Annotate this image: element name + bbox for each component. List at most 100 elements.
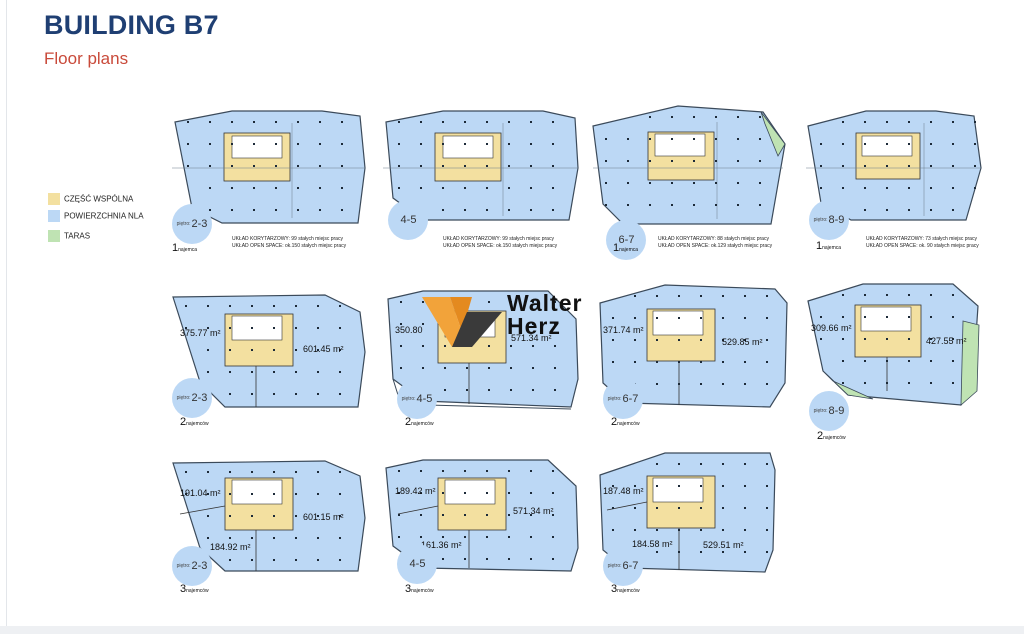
- floor-plan-8-9-two-tenants: 309.66 m² 427.55 m² piętro:8-9 2najemców: [803, 281, 993, 446]
- structural-column: [420, 165, 422, 167]
- notes-line: UKŁAD OPEN SPACE: ok.129 stałych miejsc …: [658, 243, 773, 249]
- structural-column: [656, 551, 658, 553]
- structural-column: [952, 360, 954, 362]
- structural-column: [766, 507, 768, 509]
- structural-column: [464, 143, 466, 145]
- structural-column: [229, 515, 231, 517]
- notes-line: UKŁAD OPEN SPACE: ok.150 stałych miejsc …: [443, 243, 558, 249]
- structural-column: [656, 317, 658, 319]
- area-label: 350.80: [395, 325, 423, 335]
- structural-column: [605, 138, 607, 140]
- floor-badge: piętro:4-5: [397, 379, 437, 419]
- structural-column: [634, 317, 636, 319]
- watermark-logo-icon: [422, 297, 502, 347]
- structural-column: [766, 463, 768, 465]
- structural-column: [229, 305, 231, 307]
- floor-badge-prefix: piętro:: [607, 396, 622, 402]
- structural-column: [766, 485, 768, 487]
- floor-plan-drawing: [592, 105, 786, 225]
- structural-column: [229, 493, 231, 495]
- structural-column: [952, 143, 954, 145]
- structural-column: [700, 529, 702, 531]
- structural-column: [627, 160, 629, 162]
- structural-column: [295, 393, 297, 395]
- structural-column: [297, 121, 299, 123]
- structural-column: [952, 316, 954, 318]
- structural-column: [842, 316, 844, 318]
- structural-column: [341, 121, 343, 123]
- legend-label: CZĘŚĆ WSPÓLNA: [64, 194, 134, 204]
- structural-column: [693, 160, 695, 162]
- structural-column: [930, 316, 932, 318]
- structural-column: [420, 470, 422, 472]
- structural-column: [508, 492, 510, 494]
- structural-column: [700, 463, 702, 465]
- structural-column: [319, 187, 321, 189]
- structural-column: [207, 471, 209, 473]
- workspace-notes: UKŁAD KORYTARZOWY: 73 stałych miejsc pra…: [866, 236, 979, 250]
- structural-column: [886, 121, 888, 123]
- structural-column: [207, 537, 209, 539]
- structural-column: [886, 165, 888, 167]
- structural-column: [530, 209, 532, 211]
- tenant-count-word: najemców: [411, 421, 434, 427]
- floor-plan-drawing: [599, 284, 788, 408]
- page-left-rule: [6, 0, 7, 634]
- tenant-count: 2najemców: [405, 416, 434, 428]
- structural-column: [508, 209, 510, 211]
- structural-column: [737, 138, 739, 140]
- structural-column: [464, 209, 466, 211]
- structural-column: [952, 165, 954, 167]
- structural-column: [700, 551, 702, 553]
- structural-column: [207, 371, 209, 373]
- structural-column: [464, 514, 466, 516]
- structural-column: [295, 537, 297, 539]
- structural-column: [273, 559, 275, 561]
- structural-column: [766, 529, 768, 531]
- structural-column: [612, 317, 614, 319]
- structural-column: [508, 187, 510, 189]
- structural-column: [532, 323, 534, 325]
- floor-badge-prefix: piętro:: [813, 217, 828, 223]
- structural-column: [864, 338, 866, 340]
- floor-badge-prefix: piętro:: [176, 395, 191, 401]
- tenant-count: 3najemców: [405, 583, 434, 595]
- structural-column: [886, 338, 888, 340]
- structural-column: [744, 463, 746, 465]
- structural-column: [464, 165, 466, 167]
- floor-badge-prefix: piętro:: [176, 221, 191, 227]
- structural-column: [317, 537, 319, 539]
- page-title: BUILDING B7: [44, 10, 219, 40]
- structural-column: [605, 204, 607, 206]
- structural-column: [930, 382, 932, 384]
- structural-column: [317, 305, 319, 307]
- structural-column: [634, 485, 636, 487]
- structural-column: [930, 338, 932, 340]
- floor-badge-number: 8-9: [828, 214, 845, 226]
- structural-column: [486, 558, 488, 560]
- floor-badge-number: 6-7: [622, 393, 639, 405]
- structural-column: [700, 507, 702, 509]
- structural-column: [759, 116, 761, 118]
- structural-column: [700, 361, 702, 363]
- structural-column: [231, 165, 233, 167]
- structural-column: [820, 316, 822, 318]
- structural-column: [295, 305, 297, 307]
- structural-column: [398, 143, 400, 145]
- structural-column: [612, 339, 614, 341]
- structural-column: [398, 121, 400, 123]
- structural-column: [554, 345, 556, 347]
- structural-column: [693, 204, 695, 206]
- structural-column: [530, 121, 532, 123]
- structural-column: [464, 121, 466, 123]
- structural-column: [722, 529, 724, 531]
- tenant-count-number: 1: [816, 240, 823, 252]
- structural-column: [273, 537, 275, 539]
- structural-column: [744, 295, 746, 297]
- structural-column: [442, 536, 444, 538]
- structural-column: [187, 143, 189, 145]
- tenant-count-word: najemców: [617, 588, 640, 594]
- structural-column: [864, 143, 866, 145]
